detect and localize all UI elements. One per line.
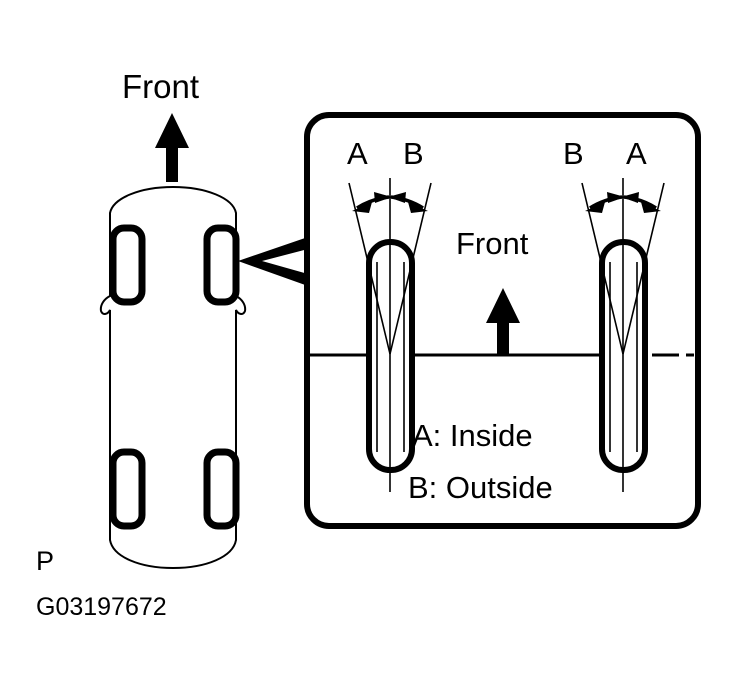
right-angle-arrow-a [621,192,661,213]
right-wheel-assembly [581,178,665,492]
legend-outside: B: Outside [408,470,553,505]
wheel-rear-left [109,448,146,530]
right-toe-line-inner [622,182,665,355]
front-arrow-inner-icon [486,288,520,355]
left-angle-arrow-a [352,192,392,213]
left-toe-line-outer [389,182,432,355]
right-angle-arrow-b [585,192,625,213]
front-label-outer: Front [122,68,200,105]
caption-code: G03197672 [36,593,167,621]
caption-letter: P [36,546,55,576]
front-label-inner: Front [456,226,529,261]
wheel-front-right [203,224,240,306]
right-wheel-mark-b: B [563,136,584,171]
legend-inside: A: Inside [412,418,533,453]
right-toe-line-outer [581,182,624,355]
wheel-front-left [109,224,146,306]
wheel-rear-right [203,448,240,530]
left-wheel-mark-a: A [347,136,368,171]
callout-leader [238,237,308,286]
left-wheel-assembly [348,178,432,492]
left-angle-arrow-b [388,192,428,213]
right-wheel-mark-a: A [626,136,647,171]
left-toe-line-inner [348,182,391,355]
vehicle-wheels [109,224,240,530]
left-wheel-mark-b: B [403,136,424,171]
front-arrow-outer-icon [155,113,189,182]
